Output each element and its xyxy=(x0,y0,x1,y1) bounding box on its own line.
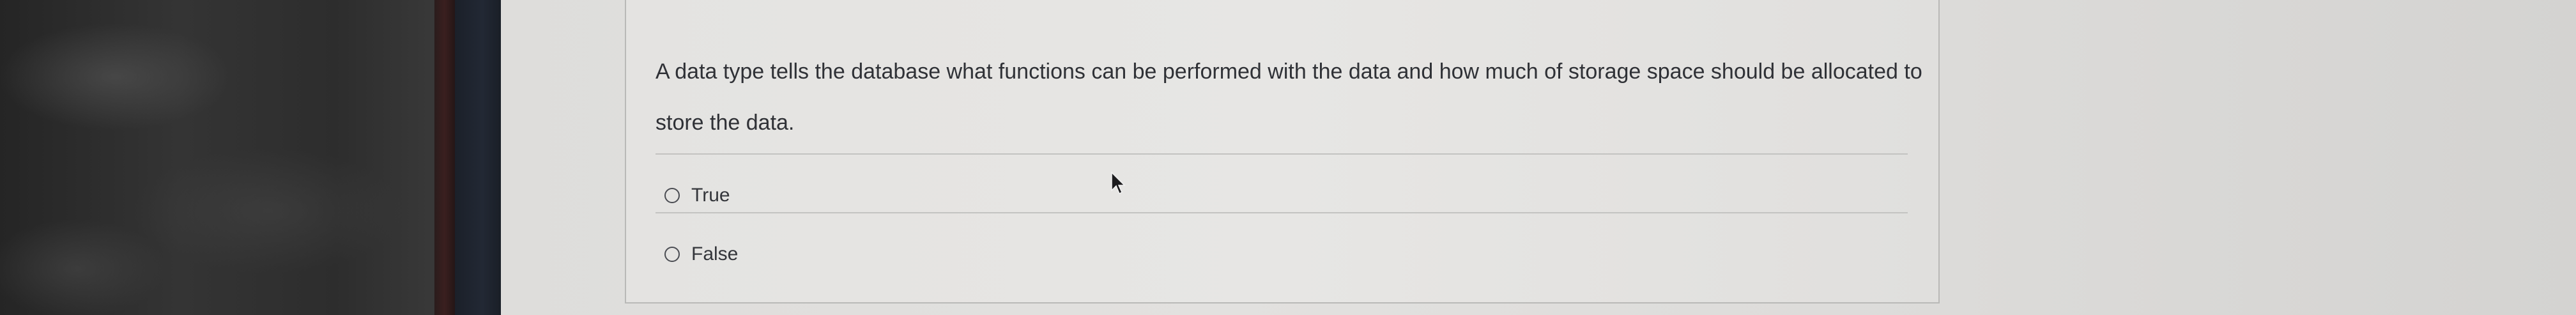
radio-unchecked-icon[interactable] xyxy=(664,188,680,203)
question-card xyxy=(625,0,1940,303)
laptop-edge xyxy=(434,0,455,315)
option-divider xyxy=(656,212,1908,213)
monitor-bezel xyxy=(455,0,501,315)
radio-unchecked-icon[interactable] xyxy=(664,247,680,262)
question-divider xyxy=(656,153,1908,155)
option-false-label: False xyxy=(691,243,739,265)
mouse-pointer-icon xyxy=(1111,171,1126,195)
background-photo xyxy=(0,0,447,315)
option-true[interactable]: True xyxy=(664,180,730,211)
question-text: A data type tells the database what func… xyxy=(656,59,1922,135)
option-false[interactable]: False xyxy=(664,239,738,270)
option-true-label: True xyxy=(691,185,730,206)
